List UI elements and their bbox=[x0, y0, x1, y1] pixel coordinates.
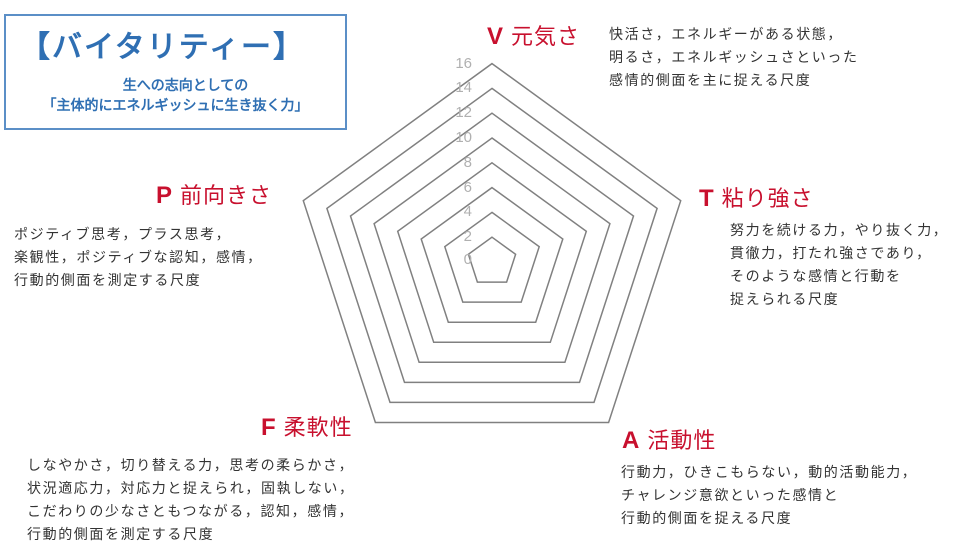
description-line: 楽観性，ポジティブな認知，感情， bbox=[14, 250, 263, 266]
description-line: こだわりの少なさともつながる，認知，感情， bbox=[27, 504, 355, 520]
radar-ring-16 bbox=[302, 62, 682, 424]
dimension-name-v: 元気さ bbox=[511, 25, 581, 50]
dimension-letter-p: P bbox=[156, 182, 173, 209]
radar-ring-4 bbox=[443, 211, 541, 303]
radar-tick-label: 4 bbox=[463, 203, 472, 221]
radar-ring-12 bbox=[349, 112, 635, 384]
dimension-name-f: 柔軟性 bbox=[283, 416, 353, 441]
subtitle-line-2: 「主体的にエネルギッシュに生き抜く力」 bbox=[42, 98, 309, 114]
title-box: 【バイタリティー】 生への志向としての 「主体的にエネルギッシュに生き抜く力」 bbox=[4, 14, 347, 130]
radar-tick-label: 6 bbox=[463, 178, 472, 196]
radar-tick-label: 0 bbox=[463, 251, 472, 268]
dimension-letter-a: A bbox=[622, 427, 640, 454]
dimension-description-p: ポジティブ思考，プラス思考， 楽観性，ポジティブな認知，感情， 行動的側面を測定… bbox=[14, 224, 263, 293]
description-line: 行動的側面を測定する尺度 bbox=[14, 273, 202, 289]
description-line: 行動的側面を捉える尺度 bbox=[621, 511, 793, 527]
radar-grid-rings bbox=[302, 62, 682, 424]
radar-tick-label: 10 bbox=[455, 129, 472, 146]
description-line: 行動的側面を測定する尺度 bbox=[27, 527, 215, 543]
radar-tick-label: 2 bbox=[463, 228, 472, 246]
dimension-title-f: F 柔軟性 bbox=[261, 415, 353, 442]
radar-tick-label: 16 bbox=[455, 54, 472, 72]
radar-tick-label: 8 bbox=[463, 153, 472, 171]
description-line: 状況適応力，対応力と捉えられ，固執しない， bbox=[27, 481, 355, 497]
dimension-title-p: P 前向きさ bbox=[156, 183, 272, 210]
radar-ring-8 bbox=[396, 161, 588, 344]
dimension-name-t: 粘り強さ bbox=[721, 187, 814, 212]
description-line: 快活さ，エネルギーがある状態， bbox=[609, 27, 843, 43]
subtitle-line-1: 生への志向としての bbox=[122, 78, 249, 94]
radar-ring-6 bbox=[420, 186, 564, 323]
radar-tick-label: 12 bbox=[455, 104, 472, 122]
dimension-description-v: 快活さ，エネルギーがある状態， 明るさ，エネルギッシュさといった 感情的側面を主… bbox=[609, 24, 859, 93]
radar-ring-14 bbox=[326, 87, 658, 404]
dimension-name-a: 活動性 bbox=[647, 429, 717, 454]
dimension-letter-v: V bbox=[487, 23, 504, 50]
description-line: 捉えられる尺度 bbox=[730, 292, 840, 308]
description-line: 行動力，ひきこもらない，動的活動能力， bbox=[621, 465, 918, 481]
radar-ring-10 bbox=[373, 137, 611, 364]
radar-ring-2 bbox=[467, 236, 517, 283]
page-title: 【バイタリティー】 bbox=[20, 30, 305, 65]
dimension-description-f: しなやかさ，切り替える力，思考の柔らかさ， 状況適応力，対応力と捉えられ，固執し… bbox=[27, 455, 355, 547]
description-line: そのような感情と行動を bbox=[730, 269, 902, 285]
description-line: 貫徹力，打たれ強さであり， bbox=[730, 246, 932, 262]
dimension-title-v: V 元気さ bbox=[487, 24, 580, 51]
dimension-letter-t: T bbox=[699, 185, 714, 212]
dimension-letter-f: F bbox=[261, 414, 276, 441]
dimension-title-a: A 活動性 bbox=[622, 428, 716, 455]
dimension-title-t: T 粘り強さ bbox=[699, 186, 814, 213]
description-line: 感情的側面を主に捉える尺度 bbox=[609, 73, 812, 89]
dimension-description-a: 行動力，ひきこもらない，動的活動能力， チャレンジ意欲といった感情と 行動的側面… bbox=[621, 462, 917, 531]
dimension-description-t: 努力を続ける力，やり抜く力， 貫徹力，打たれ強さであり， そのような感情と行動を… bbox=[730, 220, 948, 312]
description-line: チャレンジ意欲といった感情と bbox=[621, 488, 840, 504]
radar-tick-label: 14 bbox=[455, 79, 472, 97]
description-line: しなやかさ，切り替える力，思考の柔らかさ， bbox=[27, 458, 355, 474]
description-line: ポジティブ思考，プラス思考， bbox=[14, 227, 232, 243]
description-line: 努力を続ける力，やり抜く力， bbox=[730, 223, 949, 239]
dimension-name-p: 前向きさ bbox=[180, 184, 273, 209]
description-line: 明るさ，エネルギッシュさといった bbox=[609, 50, 859, 66]
